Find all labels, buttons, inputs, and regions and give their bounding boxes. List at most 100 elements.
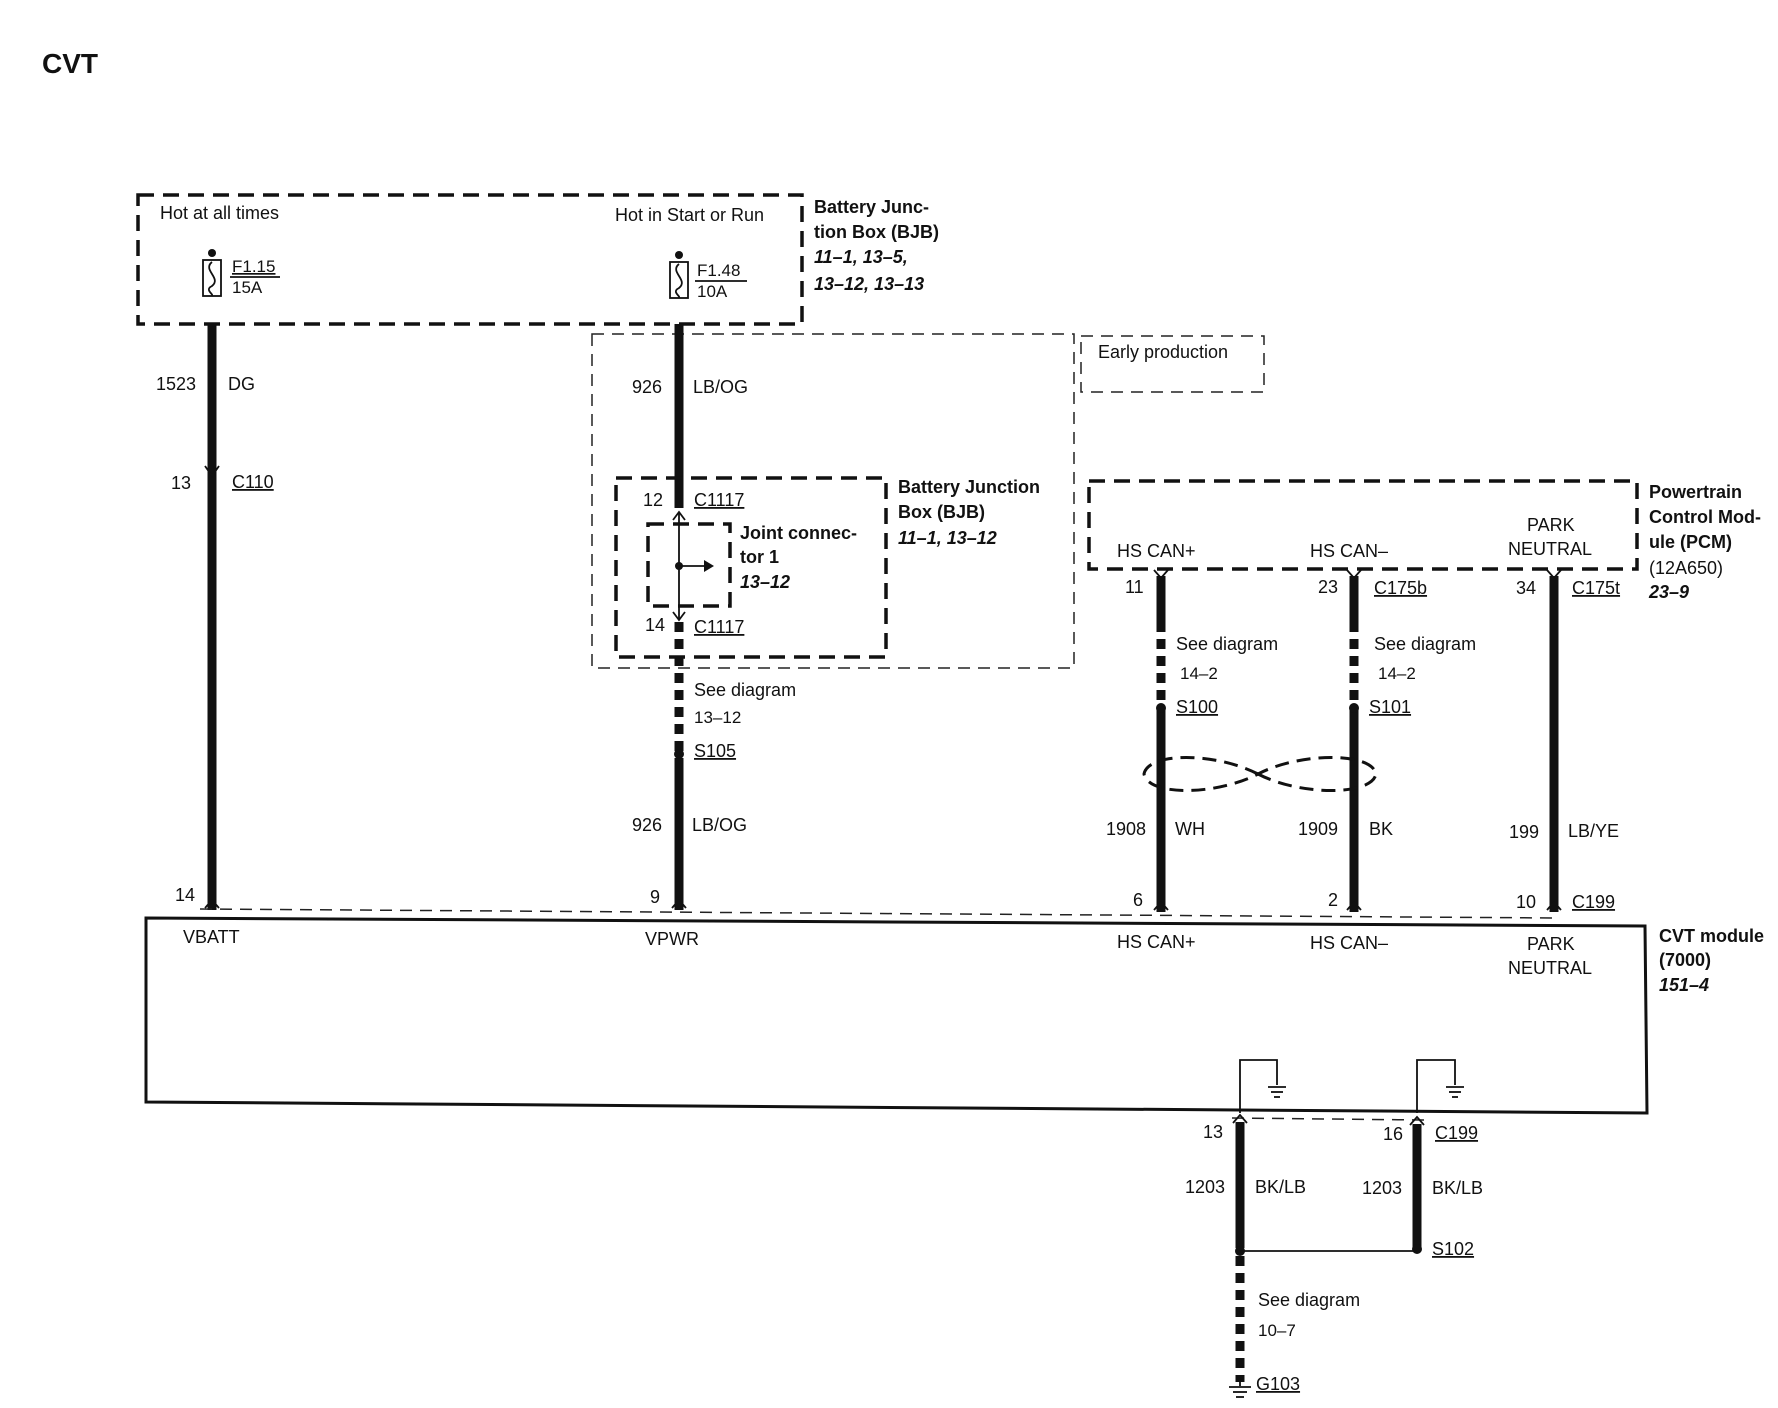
splice-s100: S100 [1176, 697, 1218, 717]
bjb-top-ref-2: 13–12, 13–13 [814, 274, 924, 294]
chassis-ground-icon [1416, 1059, 1464, 1113]
bjb-top-name-2: tion Box (BJB) [814, 222, 939, 242]
can-plus-pin-top: 11 [1125, 577, 1144, 597]
connector-c199-line [199, 908, 1561, 919]
cvt-pin-canm: HS CAN– [1310, 933, 1388, 953]
cvt-pin-vpwr-num: 9 [650, 887, 660, 907]
can-plus-see-ref: 14–2 [1180, 664, 1218, 683]
fuse-icon [202, 249, 222, 297]
pcm-pin-park-1: PARK [1527, 515, 1575, 535]
park-connector-top: C175t [1572, 578, 1620, 598]
bjb-top-box [136, 193, 804, 326]
early-production-box [1080, 335, 1265, 393]
bjb-hot-start-run-label: Hot in Start or Run [615, 205, 764, 225]
early-production-label: Early production [1098, 342, 1228, 362]
ground-see-ref: 10–7 [1258, 1321, 1296, 1340]
park-color: LB/YE [1568, 821, 1619, 841]
joint-connector-ref: 13–12 [740, 572, 790, 592]
vpwr-see-diagram: See diagram [694, 680, 796, 700]
cvt-pin-vpwr: VPWR [645, 929, 699, 949]
can-plus-see: See diagram [1176, 634, 1278, 654]
connector-c199-ground-line [1231, 1117, 1426, 1121]
ground-connector-c199: C199 [1435, 1123, 1478, 1143]
pcm-name-3: ule (PCM) [1649, 532, 1732, 552]
vpwr-circuit-top: 926 [632, 377, 662, 397]
bjb-inner-pin-bottom: 14 [645, 615, 665, 635]
vbatt-circuit: 1523 [156, 374, 196, 394]
pcm-box [1087, 479, 1639, 571]
fuse-icon [669, 251, 689, 299]
bjb-inner-name-2: Box (BJB) [898, 502, 985, 522]
park-pin-top: 34 [1516, 578, 1536, 598]
cvt-connector-c199: C199 [1572, 892, 1615, 912]
fuse-f148-rating: 10A [697, 282, 728, 301]
fuse-f115-rating: 15A [232, 278, 263, 297]
can-minus-pin-top: 23 [1318, 577, 1338, 597]
cvt-module-box [144, 916, 1649, 1115]
splice-s102: S102 [1432, 1239, 1474, 1259]
cvt-pin-park-1: PARK [1527, 934, 1575, 954]
cvt-pin-park-2: NEUTRAL [1508, 958, 1592, 978]
ground-pin-a: 13 [1203, 1122, 1223, 1142]
cvt-name-1: CVT module [1659, 926, 1764, 946]
bjb-inner-conn-bottom: C1117 [694, 617, 744, 637]
can-minus-see: See diagram [1374, 634, 1476, 654]
can-minus-circuit: 1909 [1298, 819, 1338, 839]
can-minus-color: BK [1369, 819, 1393, 839]
bjb-top-ref-1: 11–1, 13–5, [814, 247, 908, 267]
bjb-inner-pin-top: 12 [643, 490, 663, 510]
pcm-part: (12A650) [1649, 558, 1723, 578]
chassis-ground-icon [1239, 1059, 1286, 1113]
bjb-inner-conn-top: C1117 [694, 490, 744, 510]
c110-pin: 13 [171, 473, 191, 493]
ground-a-circuit: 1203 [1185, 1177, 1225, 1197]
fuse-f115-id: F1.15 [232, 257, 275, 276]
ground-b-color: BK/LB [1432, 1178, 1483, 1198]
vpwr-color-bottom: LB/OG [692, 815, 747, 835]
pcm-name-2: Control Mod- [1649, 507, 1761, 527]
joint-connector-box [646, 522, 732, 608]
cvt-pin-vbatt-num: 14 [175, 885, 195, 905]
ground-see-diagram: See diagram [1258, 1290, 1360, 1310]
cvt-pin-canp: HS CAN+ [1117, 932, 1196, 952]
joint-connector-line2: tor 1 [740, 547, 779, 567]
can-plus-circuit: 1908 [1106, 819, 1146, 839]
ground-b-circuit: 1203 [1362, 1178, 1402, 1198]
splice-s105: S105 [694, 741, 736, 761]
cvt-pin-park-num: 10 [1516, 892, 1536, 912]
vpwr-see-ref: 13–12 [694, 708, 741, 727]
pcm-pin-can-plus: HS CAN+ [1117, 541, 1196, 561]
bjb-inner-name-1: Battery Junction [898, 477, 1040, 497]
c110-connector: C110 [232, 472, 274, 492]
splice-s101: S101 [1369, 697, 1411, 717]
vpwr-color-top: LB/OG [693, 377, 748, 397]
diagram-title: CVT [42, 48, 98, 79]
joint-connector-line1: Joint connec- [740, 523, 857, 543]
pcm-pin-park-2: NEUTRAL [1508, 539, 1592, 559]
cvt-pin-canp-num: 6 [1133, 890, 1143, 910]
bjb-top-name-1: Battery Junc- [814, 197, 929, 217]
pcm-name-1: Powertrain [1649, 482, 1742, 502]
cvt-pin-vbatt: VBATT [183, 927, 240, 947]
cvt-pin-canm-num: 2 [1328, 890, 1338, 910]
vpwr-circuit-bottom: 926 [632, 815, 662, 835]
ground-pin-b: 16 [1383, 1124, 1403, 1144]
cvt-ref: 151–4 [1659, 975, 1709, 995]
can-plus-color: WH [1175, 819, 1205, 839]
pcm-pin-can-minus: HS CAN– [1310, 541, 1388, 561]
cvt-name-2: (7000) [1659, 950, 1711, 970]
bjb-hot-always-label: Hot at all times [160, 203, 279, 223]
early-production-region [591, 333, 1075, 669]
ground-g103-icon [1229, 1380, 1251, 1398]
ground-a-color: BK/LB [1255, 1177, 1306, 1197]
fuse-f148-id: F1.48 [697, 261, 740, 280]
bjb-inner-ref: 11–1, 13–12 [898, 528, 997, 548]
can-minus-connector: C175b [1374, 578, 1427, 598]
bjb-inner-box [614, 476, 888, 659]
ground-g103: G103 [1256, 1374, 1300, 1394]
pcm-ref: 23–9 [1648, 582, 1689, 602]
can-minus-see-ref: 14–2 [1378, 664, 1416, 683]
vbatt-color: DG [228, 374, 255, 394]
twisted-pair-icon [1142, 756, 1378, 792]
